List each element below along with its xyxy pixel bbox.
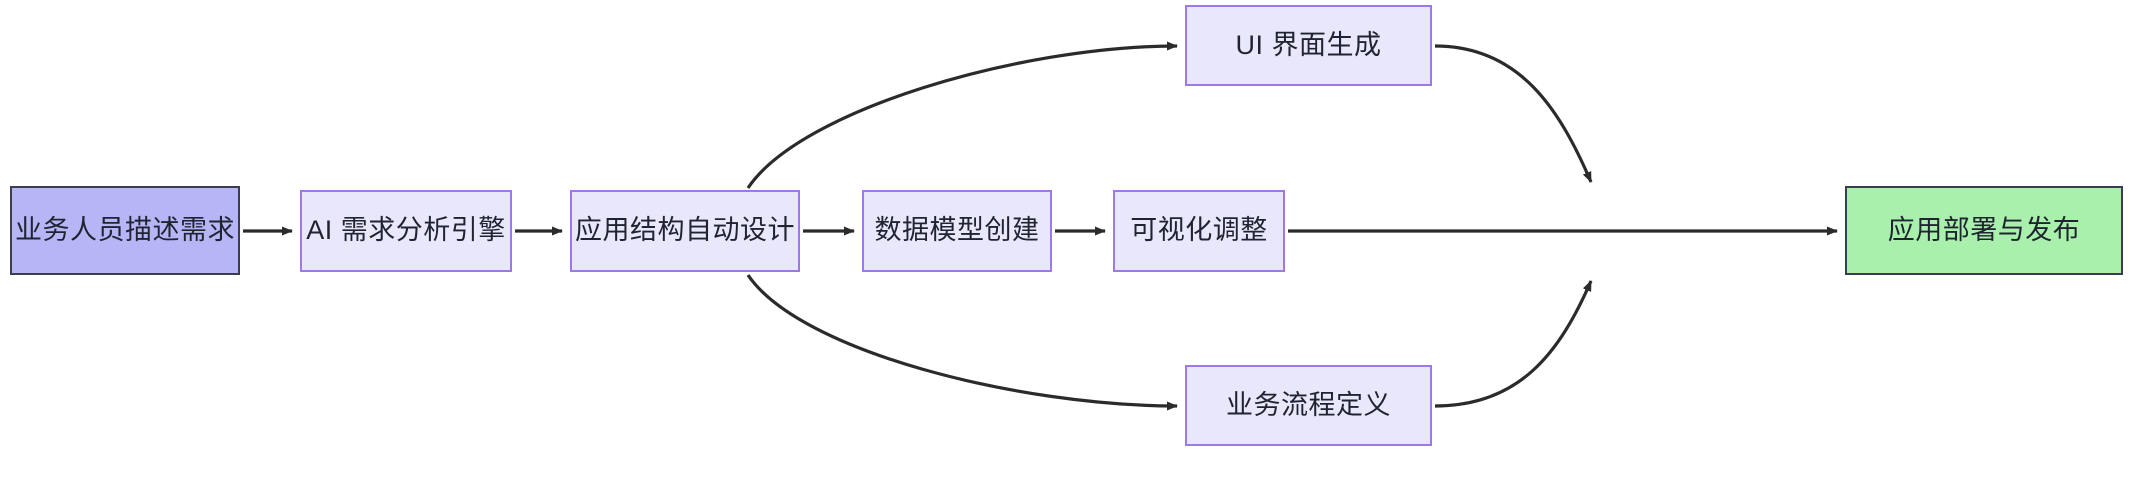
- edge-n4-n7: [1434, 44, 1593, 183]
- node-label: 可视化调整: [1130, 215, 1268, 246]
- node-visual-adjustment[interactable]: 可视化调整: [1113, 190, 1285, 272]
- node-label: 数据模型创建: [874, 215, 1040, 246]
- node-data-model-creation[interactable]: 数据模型创建: [862, 190, 1052, 272]
- node-app-deploy-and-publish[interactable]: 应用部署与发布: [1845, 186, 2123, 275]
- edge-n6-n7: [1434, 280, 1593, 408]
- node-label: 业务人员描述需求: [15, 214, 235, 245]
- node-ui-generation[interactable]: UI 界面生成: [1185, 5, 1432, 86]
- node-label: AI 需求分析引擎: [306, 215, 506, 246]
- node-business-user-describes-requirement[interactable]: 业务人员描述需求: [10, 186, 240, 275]
- node-label: 应用结构自动设计: [575, 215, 795, 246]
- node-label: UI 界面生成: [1235, 29, 1382, 60]
- node-business-process-definition[interactable]: 业务流程定义: [1185, 365, 1432, 446]
- node-ai-requirement-analysis-engine[interactable]: AI 需求分析引擎: [300, 190, 512, 272]
- node-label: 应用部署与发布: [1887, 214, 2081, 245]
- edge-n3-n4: [746, 41, 1178, 189]
- edge-n3-n6: [746, 274, 1178, 411]
- node-label: 业务流程定义: [1226, 389, 1391, 420]
- node-app-structure-auto-design[interactable]: 应用结构自动设计: [570, 190, 800, 272]
